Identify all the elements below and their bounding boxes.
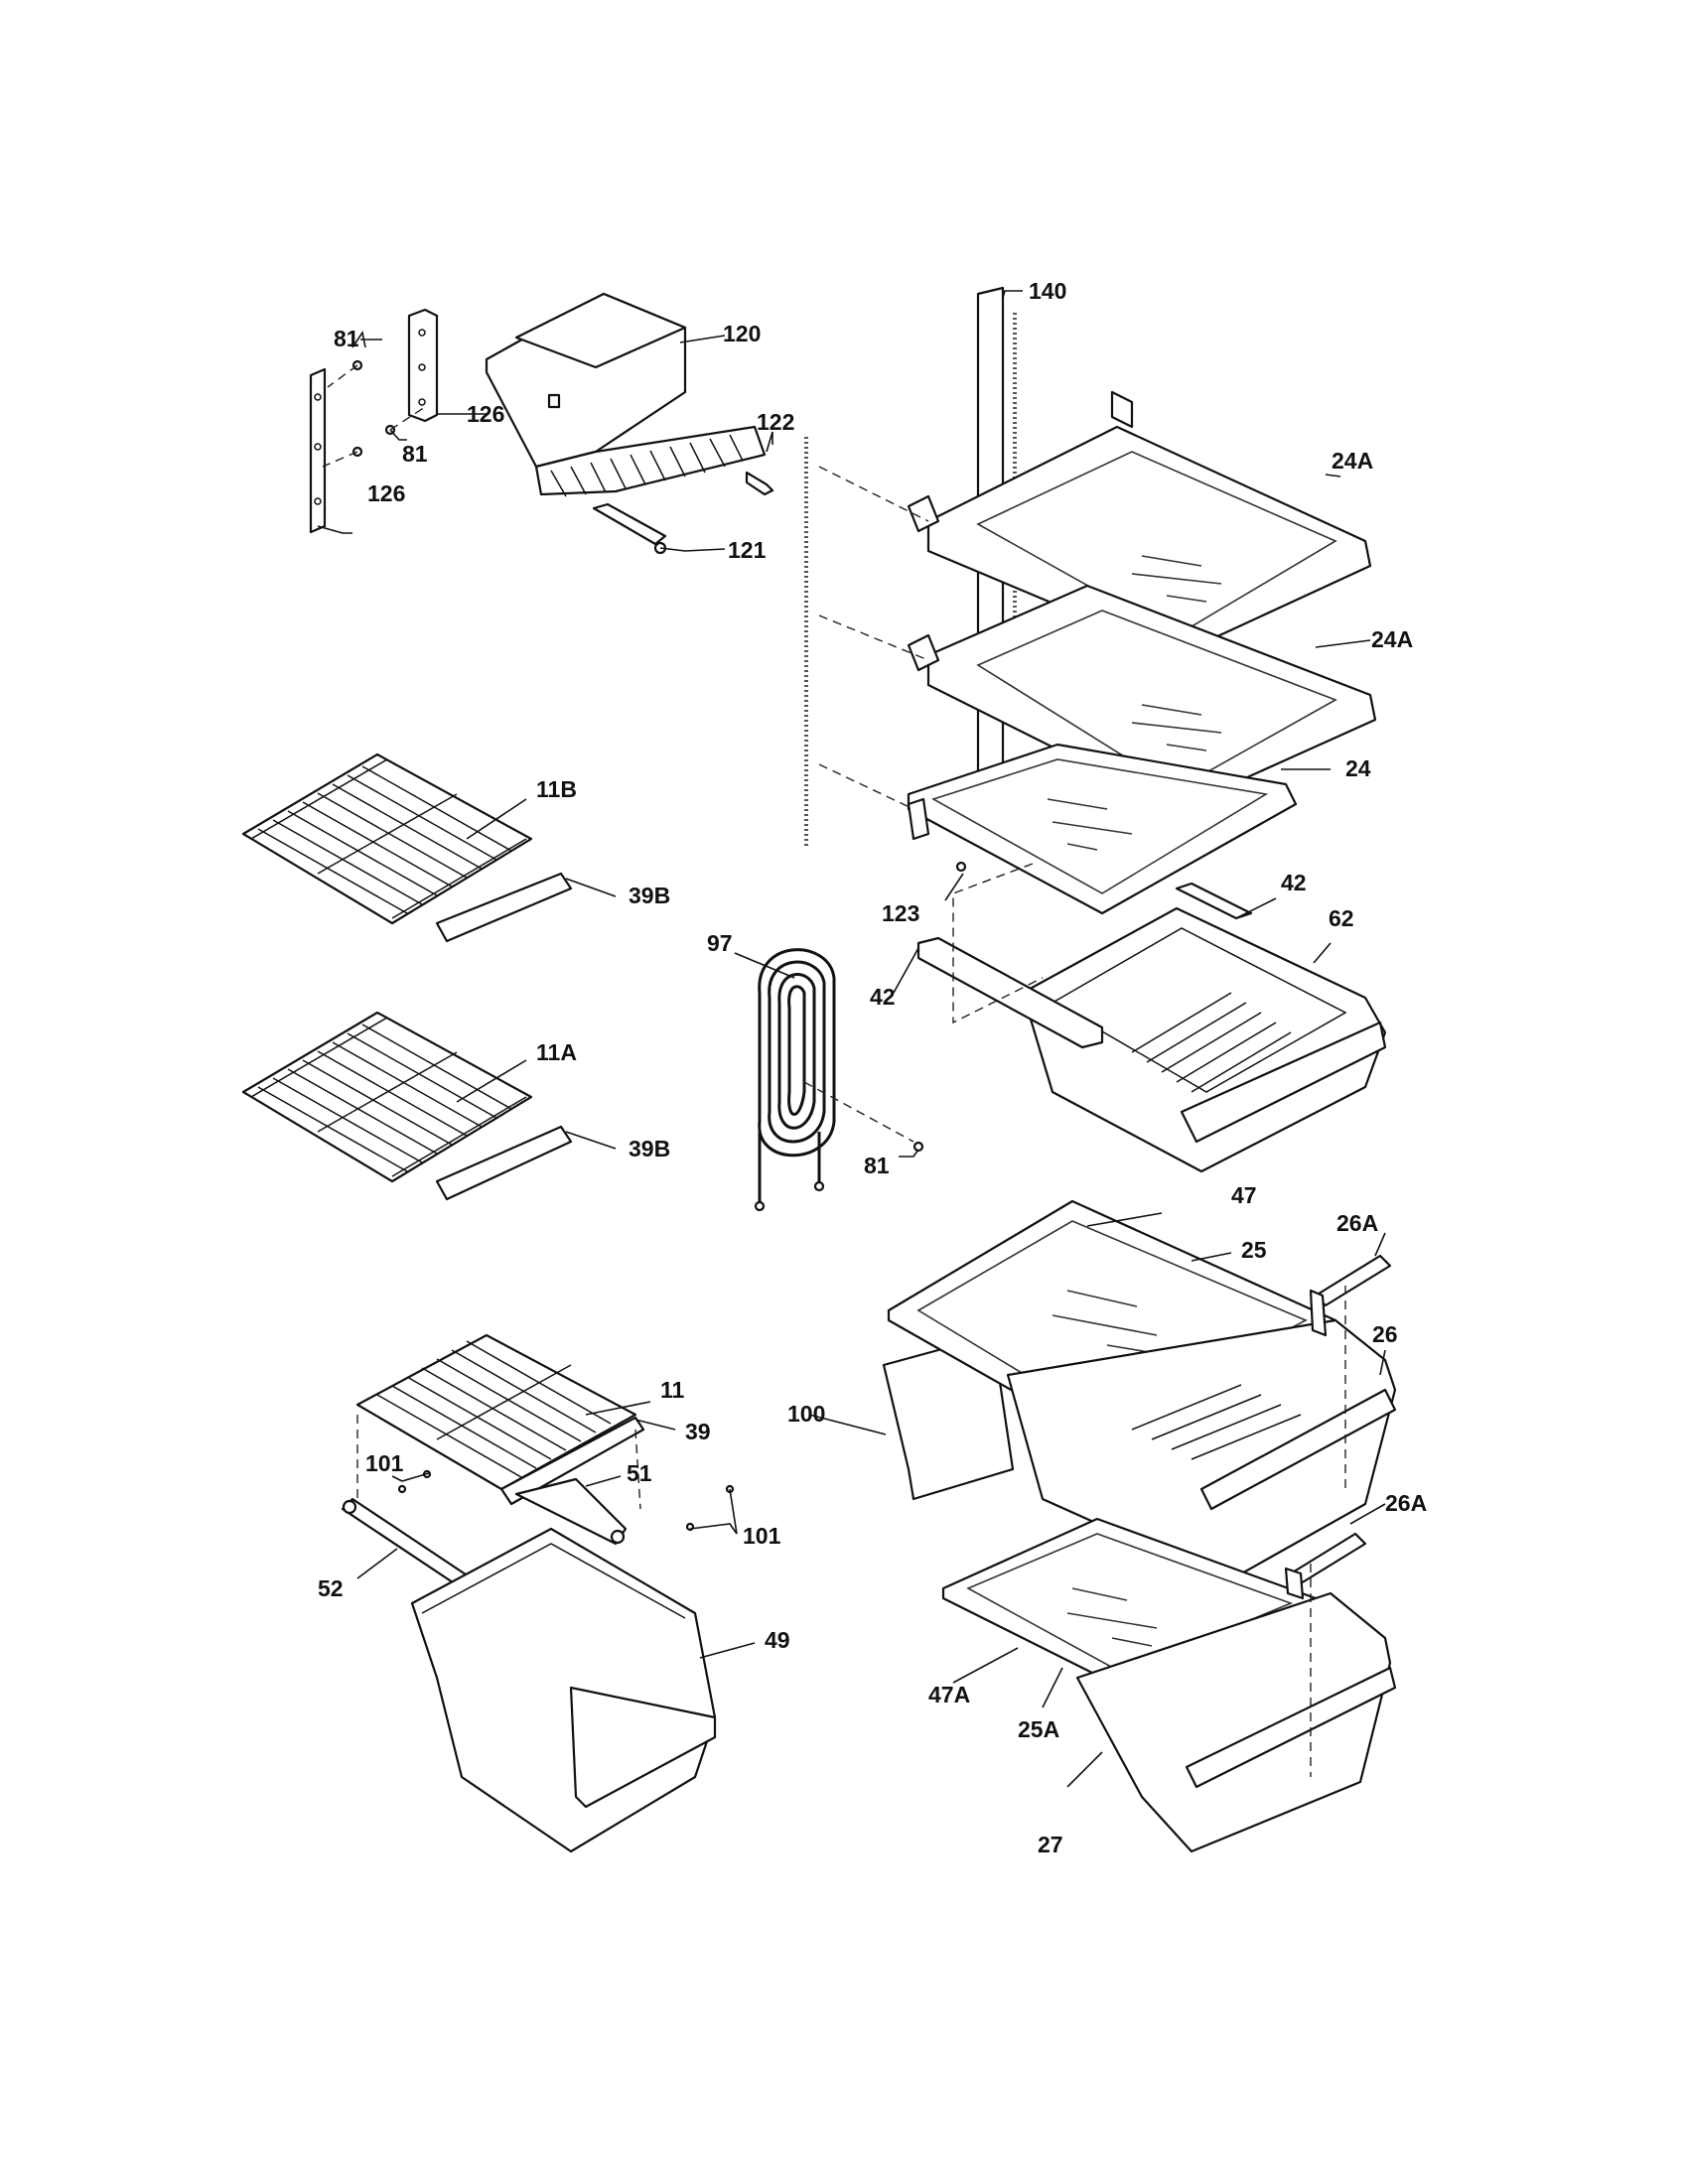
callout-47: 47 [1231,1182,1257,1208]
part-120-freezer-basket [485,292,774,555]
callout-27: 27 [1038,1832,1063,1857]
part-97-heater-coil [754,948,924,1212]
callout-49: 49 [765,1627,790,1653]
part-11-wire-shelf [355,1333,645,1506]
callout-126: 126 [367,480,405,506]
callout-120: 120 [723,321,761,346]
callout-24A: 24A [1371,626,1413,652]
callout-101: 101 [743,1523,781,1549]
part-11A-wire-shelf [241,1011,573,1201]
callout-42: 42 [1281,870,1307,895]
callout-121: 121 [728,537,767,563]
leader-lines [317,290,1386,1788]
callout-52: 52 [318,1575,344,1601]
callout-25: 25 [1241,1237,1267,1263]
part-126-brackets [309,308,439,534]
callout-122: 122 [757,409,794,435]
callout-26A: 26A [1336,1210,1378,1236]
part-49-bin [410,1527,717,1853]
callout-97: 97 [707,930,733,956]
callout-81: 81 [402,441,428,467]
part-42-drawer-rails [916,861,1253,1049]
callout-11A: 11A [536,1039,577,1065]
callout-126: 126 [467,401,504,427]
callout-123: 123 [882,900,919,926]
callout-39: 39 [685,1419,711,1444]
part-26A-lower-roller [1284,1532,1367,1777]
callout-25A: 25A [1018,1716,1059,1742]
callout-100: 100 [787,1401,825,1427]
callout-51: 51 [627,1460,652,1486]
callout-47A: 47A [928,1682,970,1707]
callout-24A: 24A [1332,448,1373,474]
callout-39B: 39B [629,1136,670,1161]
part-26A-upper-roller [1309,1254,1392,1494]
callout-140: 140 [1029,278,1066,304]
callout-39B: 39B [629,883,670,908]
part-51-rail [514,1477,628,1546]
callout-101: 101 [365,1450,404,1476]
callout-11: 11 [660,1377,685,1403]
part-24A-middle-shelf [907,584,1377,811]
callout-62: 62 [1329,905,1354,931]
part-11B-wire-shelf [241,752,573,943]
part-27-crisper-drawer [1075,1591,1397,1853]
callout-81: 81 [864,1153,890,1178]
part-62-drawer [1021,906,1387,1173]
callout-42: 42 [870,984,896,1010]
callout-24: 24 [1345,755,1371,781]
callout-26A: 26A [1385,1490,1427,1516]
shelf-mounting-dashes [804,437,929,849]
callout-11B: 11B [536,776,577,802]
callout-26: 26 [1372,1321,1398,1347]
callout-81: 81 [334,326,359,351]
callout-labels: 140 120 81 126 81 126 122 121 24A 24A 24… [318,278,1427,1857]
